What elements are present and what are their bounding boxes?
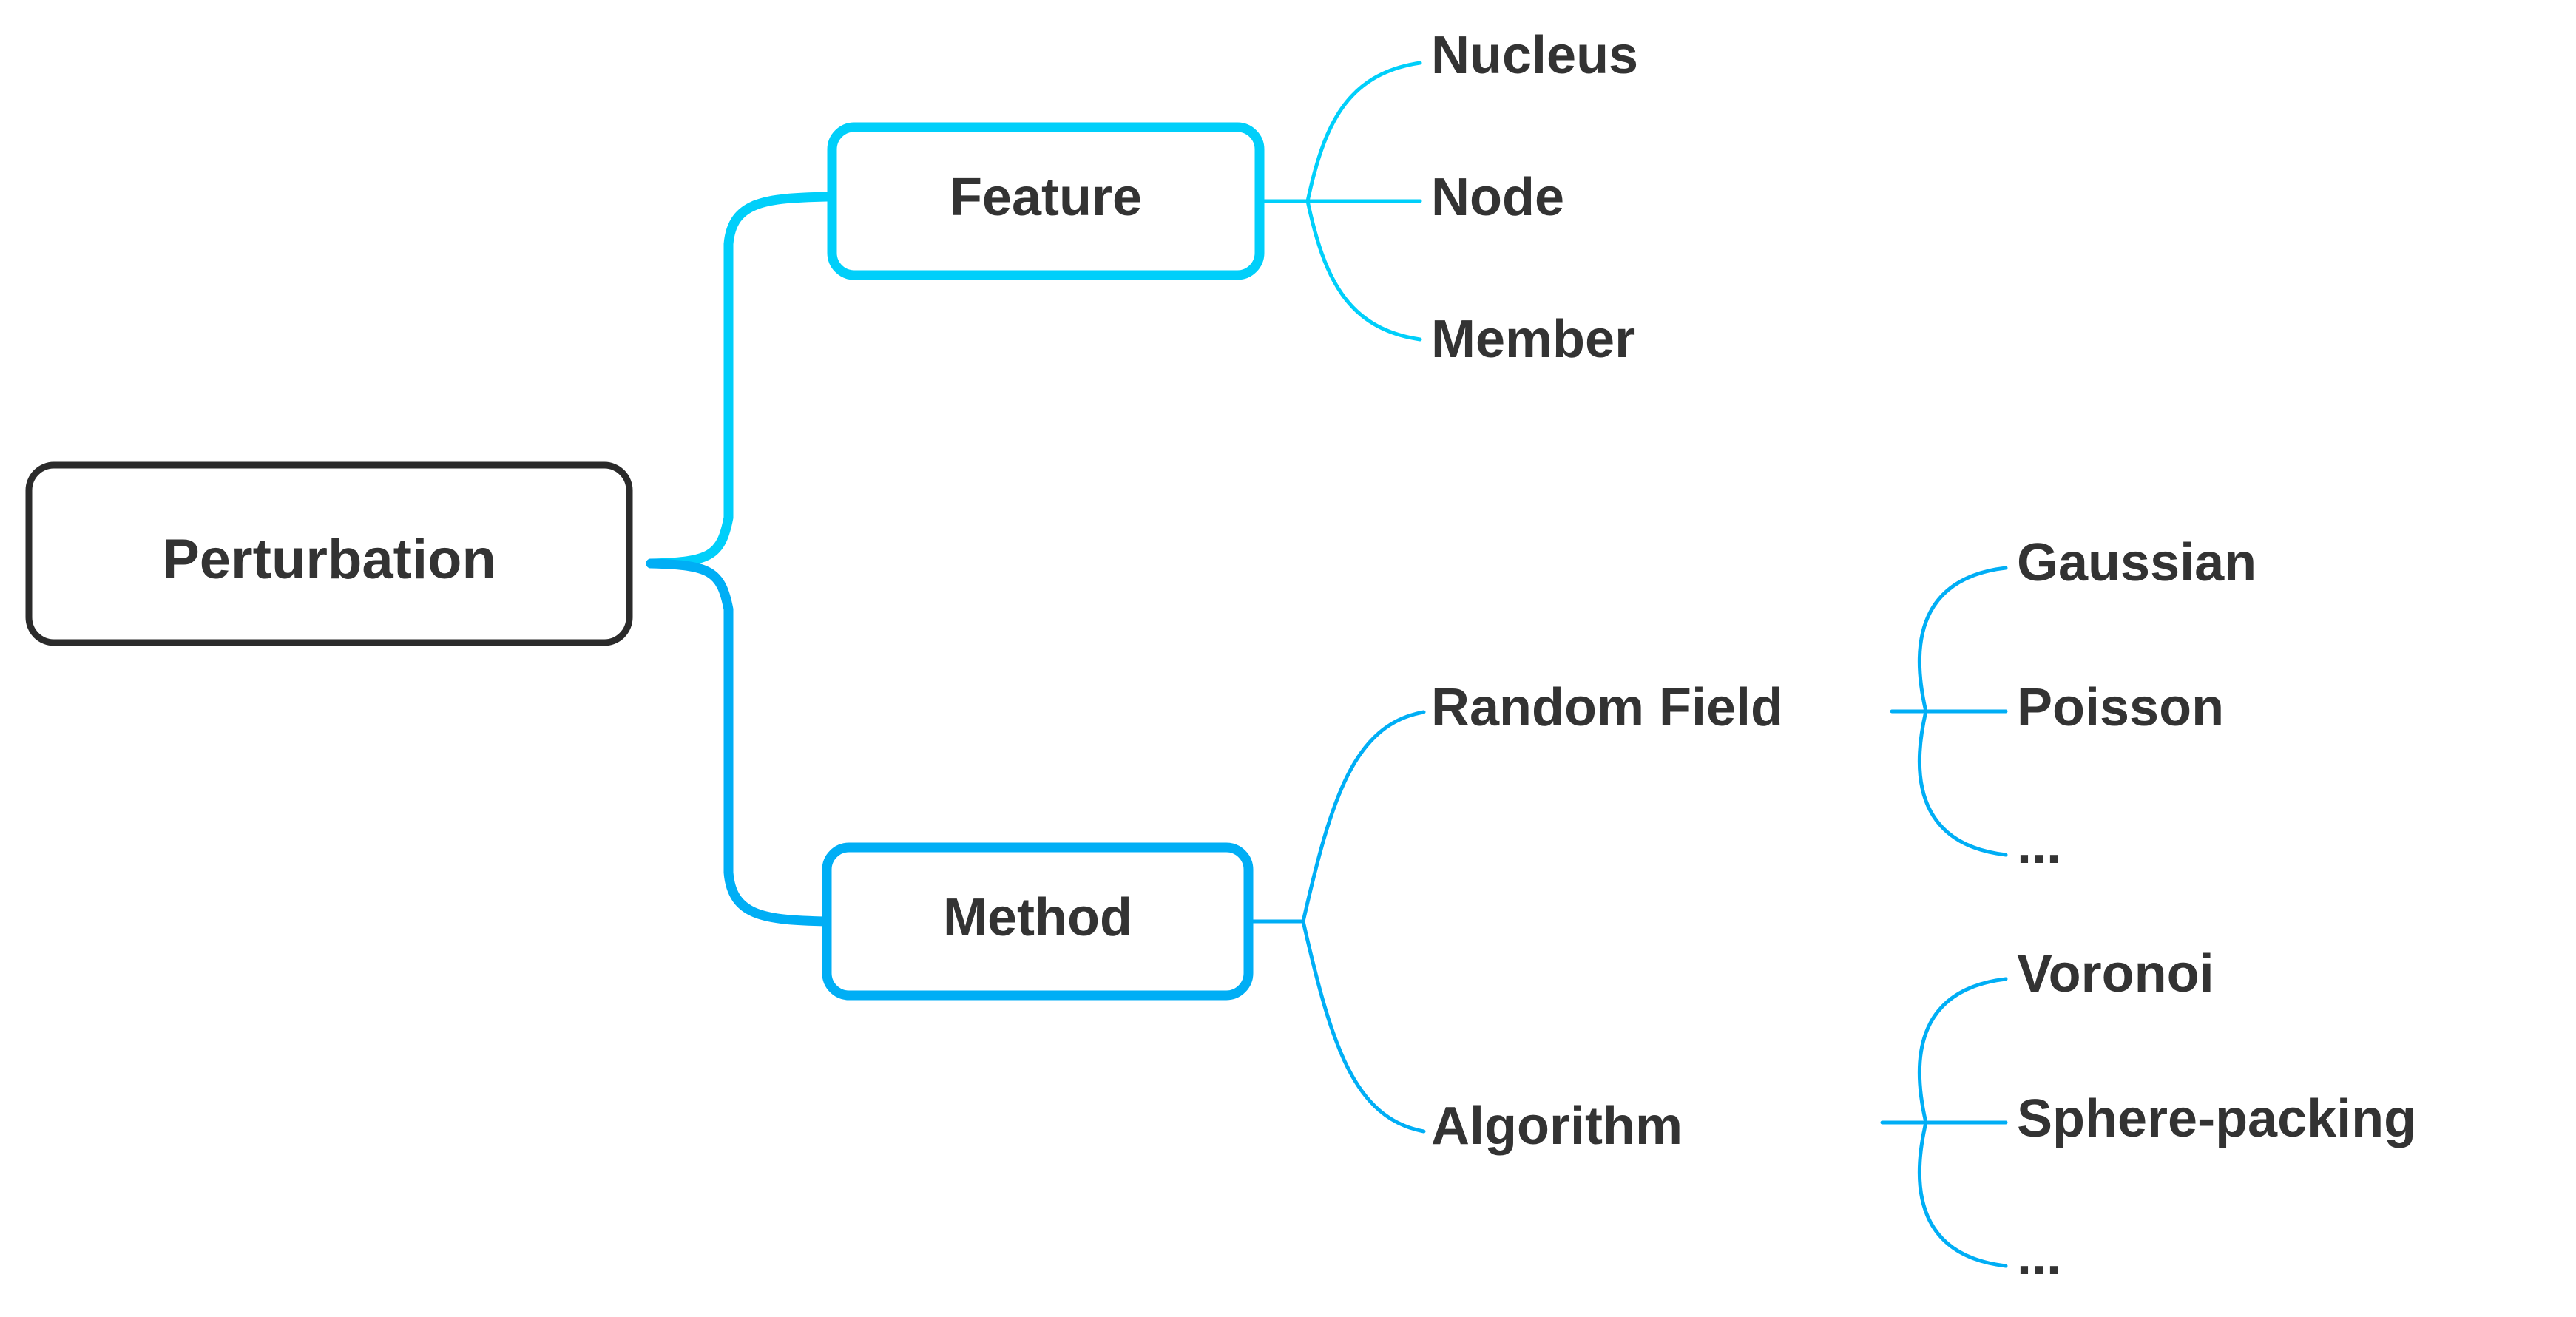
node-random-field[interactable]: Random Field <box>1431 678 1783 737</box>
connector-algorithm-to-more <box>1917 1120 2008 1268</box>
leaf-member: Member <box>1431 310 1635 369</box>
node-algorithm[interactable]: Algorithm <box>1431 1097 1683 1156</box>
leaf-sphere-packing: Sphere-packing <box>2017 1089 2416 1148</box>
connector-root-to-method <box>646 558 832 927</box>
connector-feature-to-member <box>1305 199 1422 342</box>
leaf-random-field-ellipsis: ... <box>2017 816 2061 875</box>
leaf-voronoi: Voronoi <box>2017 944 2214 1003</box>
node-root[interactable]: Perturbation <box>25 461 633 646</box>
feature-label: Feature <box>950 168 1142 227</box>
root-box <box>25 461 633 646</box>
connector-random-field-to-more <box>1917 709 2008 857</box>
leaf-algorithm-ellipsis: ... <box>2017 1227 2061 1286</box>
method-label: Method <box>943 888 1132 947</box>
node-feature[interactable]: Feature <box>827 122 1265 280</box>
leaf-node: Node <box>1431 168 1564 227</box>
node-method[interactable]: Method <box>822 842 1254 1001</box>
connector-random-field-to-gaussian <box>1917 566 2008 714</box>
leaf-poisson: Poisson <box>2017 678 2224 737</box>
connector-method-to-algorithm <box>1301 919 1426 1134</box>
connector-algorithm-to-voronoi <box>1917 977 2008 1125</box>
leaf-nucleus: Nucleus <box>1431 26 1638 85</box>
leaf-gaussian: Gaussian <box>2017 533 2256 592</box>
connector-root-to-feature <box>646 192 832 569</box>
connector-feature-to-nucleus <box>1305 61 1422 203</box>
connector-method-to-random-field <box>1301 710 1426 924</box>
root-label: Perturbation <box>162 528 496 591</box>
